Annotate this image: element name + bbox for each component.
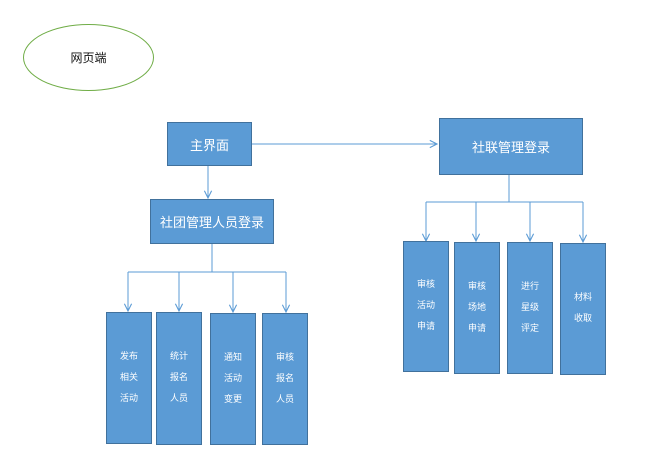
node-text-line: 活动 (119, 393, 138, 404)
node-text-line: 变更 (223, 394, 242, 405)
node-text-line: 报名 (275, 373, 294, 384)
main-interface-label: 主界面 (189, 138, 229, 154)
node-text-line: 相关 (119, 372, 138, 383)
node-text-line: 活动 (416, 301, 435, 311)
publish-activity-node: 发布 相关 活动 (106, 312, 152, 444)
node-text-line: 统计 (169, 352, 188, 362)
node-text-line: 发布 (119, 351, 138, 362)
node-text-line: 场地 (467, 302, 486, 313)
node-text-line: 收取 (573, 314, 592, 324)
club-admin-branch (128, 243, 286, 312)
node-text-line: 活动 (223, 373, 242, 384)
club-admin-login-node: 社团管理人员登录 (150, 199, 274, 244)
start-node-web: 网页端 (23, 24, 154, 91)
federation-admin-login-node: 社联管理登录 (439, 118, 583, 175)
node-text-line: 审核 (275, 352, 294, 363)
star-rating-node: 进行 星级 评定 (507, 242, 553, 374)
federation-branch (426, 174, 583, 242)
node-text-line: 星级 (520, 302, 539, 313)
review-venue-node: 审核 场地 申请 (454, 242, 500, 374)
node-text-line: 报名 (169, 373, 188, 383)
node-text-line: 评定 (520, 323, 539, 334)
club-admin-login-label: 社团管理人员登录 (159, 216, 264, 231)
collect-materials-node: 材料 收取 (560, 243, 606, 375)
node-text-line: 审核 (467, 281, 486, 292)
node-text-line: 人员 (275, 394, 294, 405)
node-text-line: 申请 (416, 322, 435, 332)
main-interface-node: 主界面 (167, 122, 252, 166)
node-text-line: 人员 (169, 394, 188, 404)
review-signup-node: 审核 报名 人员 (262, 313, 308, 445)
count-signup-node: 统计 报名 人员 (156, 312, 202, 445)
start-node-label: 网页端 (70, 51, 107, 65)
notify-change-node: 通知 活动 变更 (210, 313, 256, 445)
node-text-line: 材料 (573, 293, 592, 303)
federation-admin-login-label: 社联管理登录 (471, 141, 550, 156)
node-text-line: 申请 (467, 323, 486, 334)
node-text-line: 审核 (416, 280, 435, 290)
node-text-line: 通知 (223, 352, 242, 363)
node-text-line: 进行 (520, 281, 539, 292)
review-activity-node: 审核 活动 申请 (403, 241, 449, 372)
